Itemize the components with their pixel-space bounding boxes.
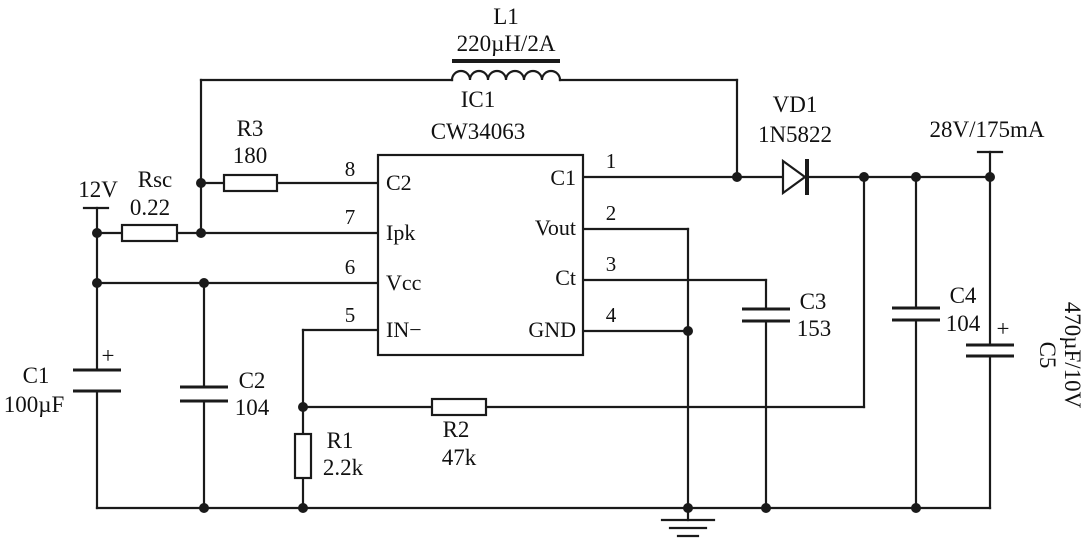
junction-dots: [92, 172, 995, 513]
junction-dot: [199, 503, 209, 513]
resistor-r1: R1 2.2k: [293, 428, 364, 480]
l1-ref: L1: [493, 4, 519, 29]
vd1-value: 1N5822: [758, 122, 832, 147]
pin-number-4: 4: [606, 303, 617, 327]
resistor-r2: R2 47k: [430, 397, 488, 470]
pin-label-gnd: GND: [528, 317, 576, 342]
junction-dot: [911, 503, 921, 513]
ic1: IC1 CW34063 8 C2 7 Ipk 6 Vcc 5 IN− 1 C1 …: [345, 87, 617, 357]
ic1-ref: IC1: [461, 87, 496, 112]
capacitor-c3: C3 153: [742, 289, 831, 341]
pin-number-8: 8: [345, 157, 356, 181]
rsc-ref: Rsc: [138, 167, 173, 192]
junction-dot: [92, 278, 102, 288]
junction-dot: [683, 326, 693, 336]
c1-ref: C1: [23, 363, 50, 388]
junction-dot: [196, 178, 206, 188]
r1-ref: R1: [327, 428, 354, 453]
junction-dot: [761, 503, 771, 513]
capacitor-c4: C4 104: [892, 283, 981, 336]
capacitor-c2: C2 104: [180, 368, 270, 420]
pin-label-ct: Ct: [555, 265, 576, 290]
input-voltage-label: 12V: [78, 177, 118, 202]
c2-value: 104: [235, 395, 270, 420]
junction-dot: [683, 503, 693, 513]
r3-value: 180: [233, 143, 268, 168]
pin-label-c1: C1: [550, 165, 576, 190]
pin-label-ipk: Ipk: [386, 220, 415, 245]
pin-number-6: 6: [345, 255, 356, 279]
pin-number-1: 1: [606, 149, 617, 173]
r1-value: 2.2k: [323, 455, 364, 480]
output-terminal: 28V/175mA: [930, 117, 1045, 142]
junction-dot: [911, 172, 921, 182]
pin-number-2: 2: [606, 201, 617, 225]
junction-dot: [985, 172, 995, 182]
wires: [82, 78, 1004, 522]
pin-number-7: 7: [345, 205, 356, 229]
ground-symbol: [660, 518, 716, 538]
diode-vd1: VD1 1N5822: [758, 92, 832, 196]
ic1-part: CW34063: [431, 119, 526, 144]
c3-value: 153: [797, 316, 832, 341]
pin-label-in-minus: IN−: [386, 317, 422, 342]
resistor-r3: R3 180: [222, 116, 279, 193]
c1-value: 100µF: [4, 392, 65, 417]
inductor-l1: L1 220µH/2A: [450, 4, 562, 82]
c4-value: 104: [946, 311, 981, 336]
output-voltage-label: 28V/175mA: [930, 117, 1045, 142]
rsc-value: 0.22: [130, 195, 170, 220]
junction-dot: [199, 278, 209, 288]
junction-dot: [298, 503, 308, 513]
input-terminal: 12V: [78, 177, 118, 202]
junction-dot: [732, 172, 742, 182]
pin-label-c2: C2: [386, 170, 412, 195]
c1-polarity: +: [102, 343, 115, 368]
junction-dot: [298, 402, 308, 412]
capacitor-c1: + C1 100µF: [4, 343, 121, 417]
c5-value: 470µF/10V: [1060, 302, 1081, 409]
pin-number-5: 5: [345, 303, 356, 327]
c5-ref: C5: [1035, 342, 1060, 369]
vd1-ref: VD1: [773, 92, 818, 117]
c2-ref: C2: [239, 368, 266, 393]
r2-value: 47k: [442, 445, 477, 470]
r2-ref: R2: [443, 417, 470, 442]
junction-dot: [196, 228, 206, 238]
pin-label-vcc: Vcc: [386, 270, 422, 295]
l1-value: 220µH/2A: [457, 31, 556, 56]
c3-ref: C3: [800, 289, 827, 314]
junction-dot: [859, 172, 869, 182]
pin-number-3: 3: [606, 252, 617, 276]
c4-ref: C4: [950, 283, 977, 308]
junction-dot: [92, 228, 102, 238]
capacitor-c5: + C5 470µF/10V: [966, 302, 1081, 409]
resistor-rsc: Rsc 0.22: [120, 167, 179, 243]
r3-ref: R3: [237, 116, 264, 141]
c5-polarity: +: [997, 316, 1010, 341]
pin-label-vout: Vout: [535, 215, 576, 240]
